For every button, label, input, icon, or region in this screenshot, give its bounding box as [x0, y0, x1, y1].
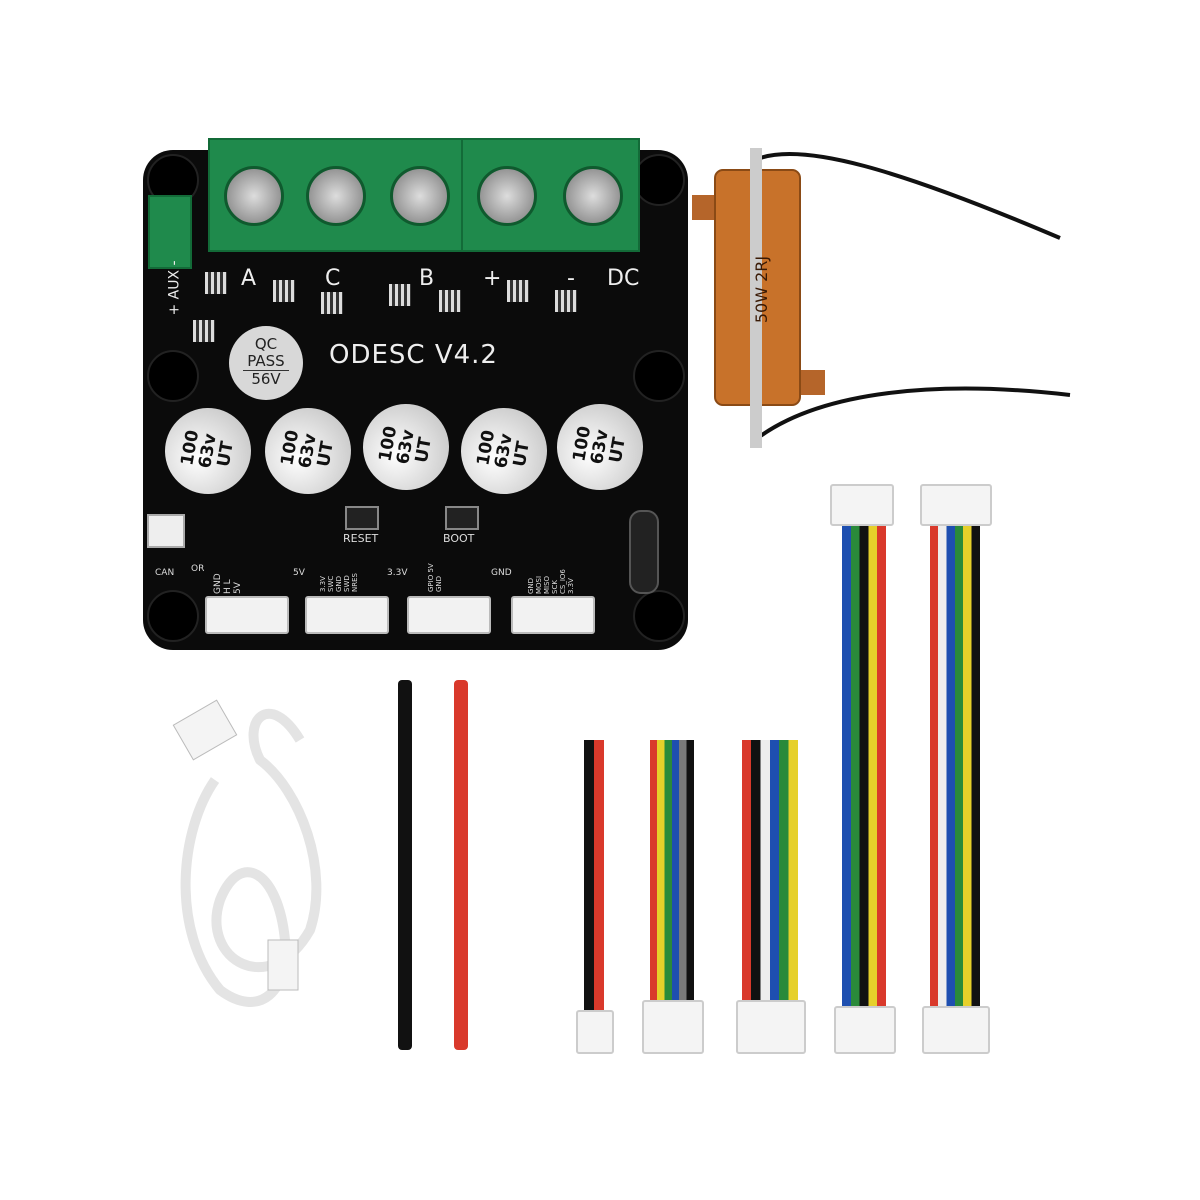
aux-label: + AUX -: [166, 260, 183, 316]
cable-connector: [576, 1010, 614, 1054]
label-a: A: [241, 266, 257, 291]
cable-connector: [736, 1000, 806, 1054]
label-dc: DC: [607, 266, 640, 291]
boot-label: BOOT: [443, 532, 475, 545]
pin-labels: GND MOSI MISO SCK CS_IO6 3.3V: [527, 569, 575, 594]
mounting-hole: [633, 590, 685, 642]
long-6-pin-cable: [842, 520, 886, 1020]
label-minus: -: [567, 266, 575, 291]
brake-resistor: [692, 148, 1071, 448]
usb-cable: [172, 699, 322, 1007]
mounting-hole: [147, 590, 199, 642]
mounting-hole: [633, 350, 685, 402]
motor-terminal-block: [208, 138, 464, 252]
6-pin-cable: [742, 740, 798, 1020]
board-model: ODESC V4.2: [329, 340, 498, 370]
pin-labels: 3.3V SWC GND SWD NRES: [319, 573, 359, 592]
tp-gnd: GND: [491, 568, 512, 578]
tp-5v: 5V: [293, 568, 305, 578]
can-label: CAN: [155, 568, 175, 578]
can-connector: [147, 514, 185, 548]
mounting-hole: [147, 350, 199, 402]
cable-connector: [920, 484, 992, 526]
label-plus: +: [483, 266, 502, 291]
dc-terminal-block: [461, 138, 640, 252]
header-connector: [205, 596, 289, 634]
reset-label: RESET: [343, 532, 379, 545]
cable-connector: [830, 484, 894, 526]
black-silicone-wire: [398, 680, 412, 1050]
label-c: C: [325, 266, 341, 291]
reset-button[interactable]: [345, 506, 379, 530]
boot-button[interactable]: [445, 506, 479, 530]
long-6-pin-cable: [930, 520, 980, 1010]
header-connector: [407, 596, 491, 634]
resistor-label: 50W 2RJ: [752, 255, 772, 324]
mounting-hole: [633, 154, 685, 206]
header-connector: [305, 596, 389, 634]
tp-3v3: 3.3V: [387, 568, 408, 578]
aux-terminal: [148, 195, 192, 269]
usb-c-port[interactable]: [629, 510, 659, 594]
cable-connector: [834, 1006, 896, 1054]
label-b: B: [419, 266, 435, 291]
header-connector: [511, 596, 595, 634]
pin-labels: GPIO 5V GND: [427, 563, 443, 592]
red-silicone-wire: [454, 680, 468, 1050]
or-label: OR: [191, 564, 205, 574]
cable-connector: [642, 1000, 704, 1054]
pin-labels: GND H L 5V: [213, 573, 243, 594]
6-pin-cable: [650, 740, 694, 1020]
2-pin-cable: [584, 740, 604, 1050]
cable-connector: [922, 1006, 990, 1054]
